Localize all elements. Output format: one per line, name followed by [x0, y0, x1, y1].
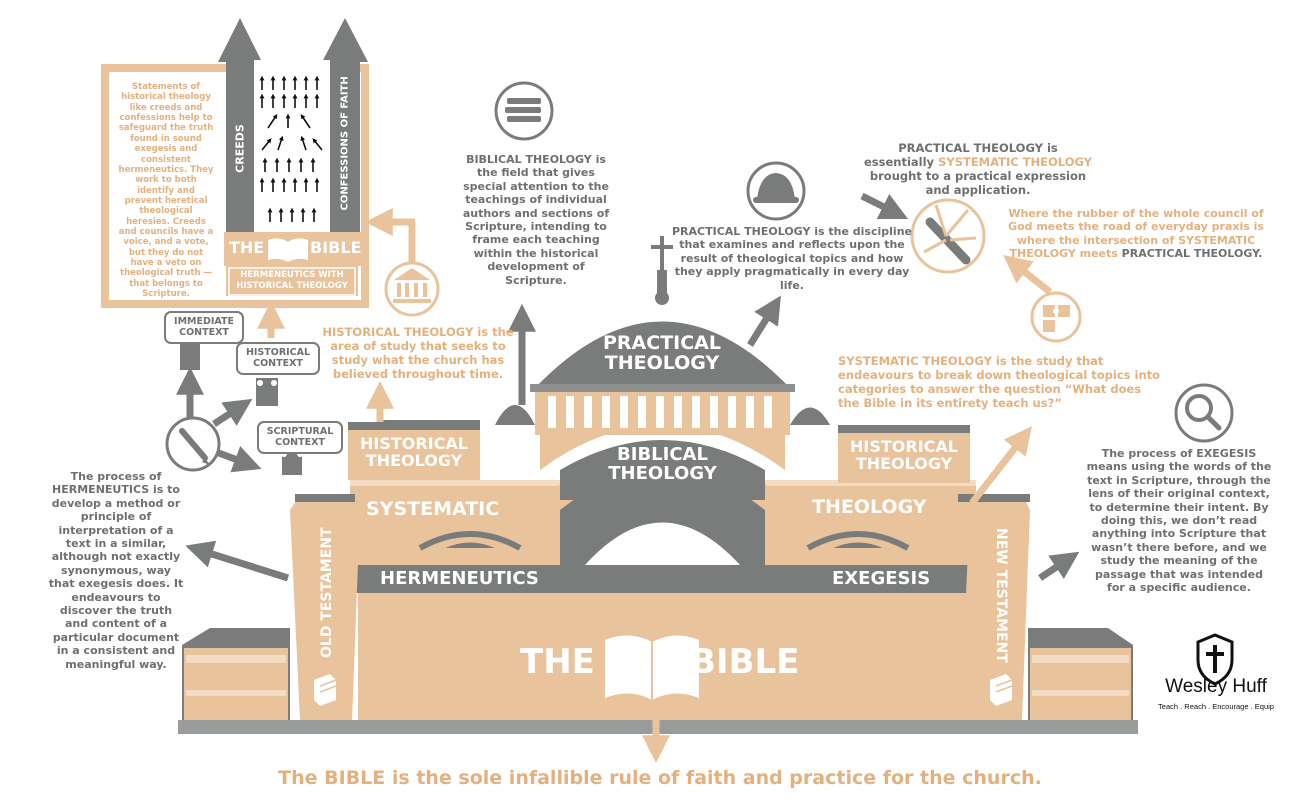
systematic-label: SYSTEMATIC: [366, 498, 500, 520]
immediate-context-label: IMMEDIATE CONTEXT: [164, 311, 244, 344]
tower-bible-the: THE: [229, 238, 265, 257]
new-testament-label: NEW TESTAMENT: [993, 528, 1009, 663]
systematic-theology-description: SYSTEMATIC THEOLOGY is the study that en…: [838, 354, 1161, 411]
historical-block-left: [348, 422, 480, 480]
tower-bible-bible: BIBLE: [310, 238, 362, 257]
building: [178, 236, 1138, 764]
shield-cross-icon: [1196, 633, 1234, 686]
pen-icon: [165, 416, 221, 472]
book-icon-left: [314, 674, 337, 706]
historical-theology-right-label: HISTORICAL THEOLOGY: [850, 437, 958, 473]
magnifier-icon: [1174, 383, 1234, 443]
biblical-theology-description: BIBLICAL THEOLOGY is the field that give…: [462, 153, 610, 287]
old-testament-label: OLD TESTAMENT: [319, 527, 335, 658]
hermeneutics-with-historical-label: HERMENEUTICS WITH HISTORICAL THEOLOGY: [236, 270, 348, 291]
scriptural-context-label: SCRIPTURAL CONTEXT: [257, 421, 343, 454]
practical-theology-label: PRACTICAL THEOLOGY: [603, 332, 721, 374]
dome-finial: [657, 270, 667, 300]
brand-name: Wesley Huff: [1165, 676, 1267, 697]
pillar-building-icon: [384, 261, 440, 317]
old-testament-tower: [290, 498, 360, 720]
historical-theology-description: HISTORICAL THEOLOGY is the area of study…: [322, 325, 514, 382]
converging-arrows-icon: [259, 75, 323, 222]
confessions-label: CONFESSIONS OF FAITH: [339, 76, 351, 211]
swiss-knife-icon: [910, 198, 986, 274]
bible-word-the: THE: [520, 642, 595, 682]
tower-note: Statements of historical theology like c…: [118, 82, 214, 300]
biblical-theology-block: [560, 440, 765, 500]
new-testament-tower: [960, 498, 1030, 720]
hermeneutics-description: The process of HERMENEUTICS is to develo…: [48, 470, 184, 671]
biblical-theology-label: BIBLICAL THEOLOGY: [608, 444, 717, 484]
theology-label: THEOLOGY: [812, 496, 927, 518]
hermeneutics-label: HERMENEUTICS: [380, 568, 539, 589]
exegesis-description: The process of EXEGESIS means using the …: [1086, 447, 1272, 595]
historical-block-right: [838, 425, 970, 483]
practical-theology-dome: [535, 321, 790, 388]
interpretation-band: [350, 565, 976, 593]
footer-statement: The BIBLE is the sole infallible rule of…: [278, 767, 1042, 789]
connector-arrows: [176, 192, 1080, 582]
book-icon-right: [990, 674, 1013, 706]
books-icon: [494, 81, 554, 141]
practical-theology-description: PRACTICAL THEOLOGY is the discipline tha…: [672, 225, 912, 292]
helmet-icon: [746, 161, 806, 221]
open-bible-icon: [605, 635, 699, 700]
creeds-label: CREEDS: [233, 124, 247, 173]
brand-tagline: Teach . Reach . Encourage . Equip: [1158, 702, 1274, 711]
bible-word-bible: BIBLE: [690, 642, 800, 682]
practical-systematic-note: PRACTICAL THEOLOGY is essentially SYSTEM…: [864, 141, 1092, 198]
historical-context-label: HISTORICAL CONTEXT: [236, 342, 320, 375]
puzzle-icon: [1030, 291, 1082, 343]
historical-theology-left-label: HISTORICAL THEOLOGY: [360, 434, 468, 470]
rubber-meets-road-note: Where the rubber of the whole council of…: [1008, 207, 1264, 261]
creeds-tower: [101, 18, 369, 308]
exegesis-label: EXEGESIS: [832, 568, 931, 589]
